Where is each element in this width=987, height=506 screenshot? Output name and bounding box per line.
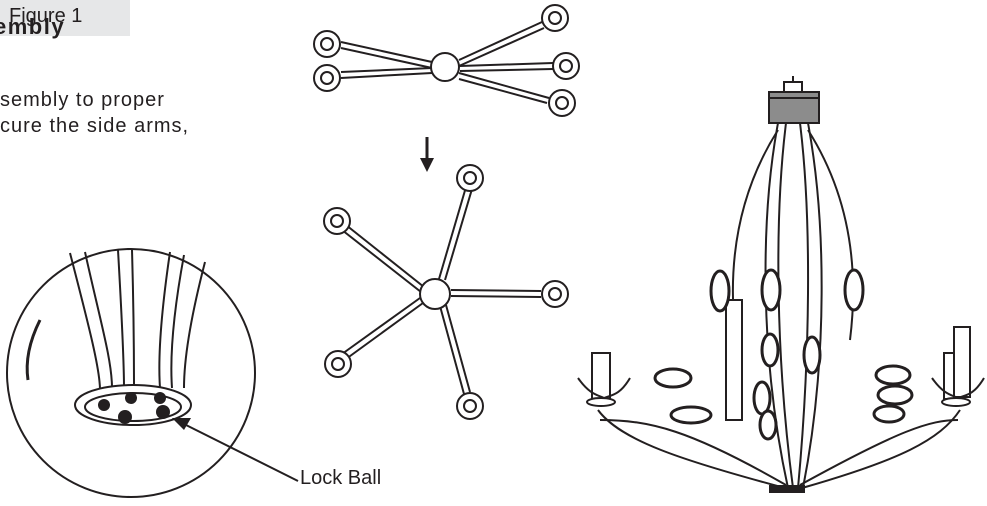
spread-arms-diagram <box>323 164 569 420</box>
instruction-line-1: sembly to proper <box>0 89 165 111</box>
folded-arms-diagram <box>313 4 580 117</box>
lock-ball-label: Lock Ball <box>300 467 382 489</box>
section-heading: embly <box>0 14 66 39</box>
down-arrow-icon <box>420 137 434 172</box>
figure-label: Figure 1 <box>9 5 83 27</box>
lock-ball-detail <box>6 248 299 498</box>
chandelier-diagram <box>577 76 985 493</box>
figure-label-box: Figure 1 <box>0 0 130 36</box>
instruction-line-2: cure the side arms, <box>0 115 190 137</box>
